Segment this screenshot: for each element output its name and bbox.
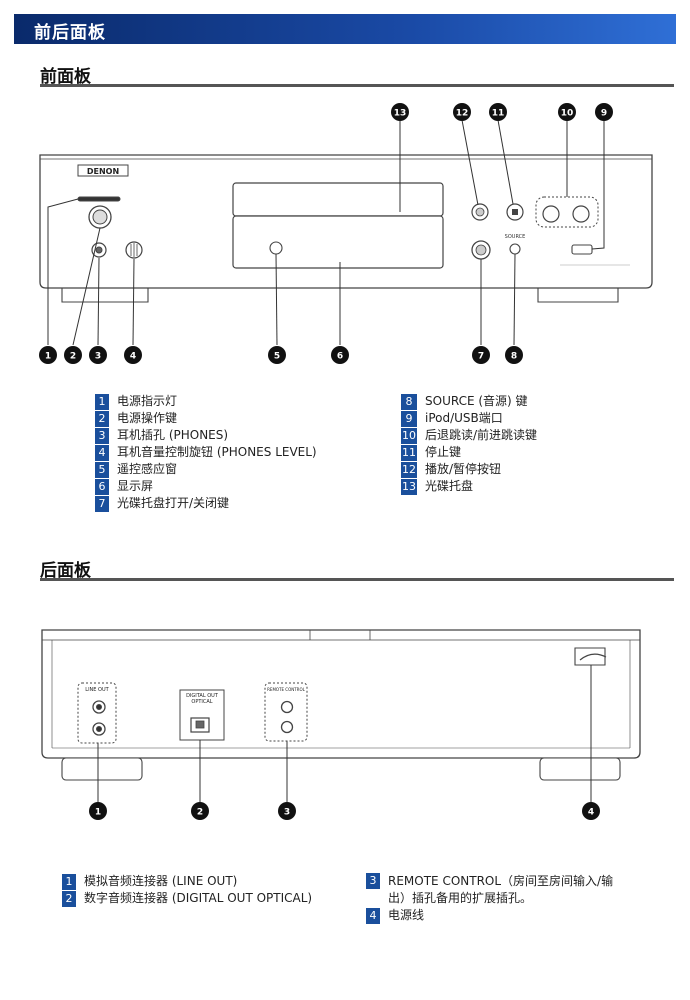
- front-callout-3: [89, 346, 107, 364]
- front-callout-6-label: 6: [337, 352, 343, 362]
- remote-out-jack: [280, 720, 294, 734]
- front-callout-10-label: 10: [561, 109, 574, 119]
- rear-callout-3-label: 3: [284, 808, 290, 818]
- front-callout-11-label: 11: [492, 109, 505, 119]
- remote-control-label: REMOTE CONTROL: [267, 687, 305, 692]
- front-callout-8-label: 8: [511, 352, 517, 362]
- front-callout-10: [558, 103, 576, 121]
- rear-unit-diagram: [41, 629, 641, 781]
- rear-panel-rule: [40, 578, 674, 581]
- front-callout-12: [453, 103, 471, 121]
- brand-logo-text: DENON: [87, 167, 119, 176]
- remote-sensor: [269, 241, 283, 255]
- rear-callout-2: [191, 802, 209, 820]
- front-callout-7: [472, 346, 490, 364]
- rear-callout-1-label: 1: [95, 808, 101, 818]
- rear-callouts: [89, 802, 600, 820]
- rear-callout-3: [278, 802, 296, 820]
- line-out-label: LINE OUT: [85, 687, 109, 693]
- front-callout-1-label: 1: [45, 352, 51, 362]
- rear-panel-title: 后面板: [40, 561, 91, 581]
- power-indicator: [77, 196, 121, 202]
- front-callout-12-label: 12: [456, 109, 469, 119]
- front-callout-9-label: 9: [601, 109, 607, 119]
- source-label: SOURCE: [505, 234, 526, 240]
- remote-in-jack: [280, 700, 294, 714]
- skip-back-button: [542, 205, 560, 223]
- banner-title: 前后面板: [34, 23, 106, 43]
- front-panel-title: 前面板: [40, 67, 91, 87]
- front-callout-8: [505, 346, 523, 364]
- source-button: [509, 243, 521, 255]
- display-window: [232, 215, 444, 269]
- front-callout-4-label: 4: [130, 352, 136, 362]
- rear-leader-lines: [97, 665, 592, 802]
- front-callout-5-label: 5: [274, 352, 280, 362]
- front-leader-lines: [47, 119, 605, 346]
- digital-out-label: DIGITAL OUT: [186, 693, 219, 699]
- front-callout-4: [124, 346, 142, 364]
- front-callout-5: [268, 346, 286, 364]
- digital-out-box: [179, 689, 225, 741]
- front-callout-9: [595, 103, 613, 121]
- disc-tray: [232, 182, 444, 217]
- page-banner: 前后面板: [14, 14, 676, 44]
- front-callout-2-label: 2: [70, 352, 76, 362]
- front-callout-11: [489, 103, 507, 121]
- front-callouts: [39, 103, 613, 364]
- front-callout-6: [331, 346, 349, 364]
- front-callout-7-label: 7: [478, 352, 484, 362]
- usb-port: [571, 244, 593, 255]
- front-unit-diagram: [39, 154, 653, 303]
- skip-forward-button: [572, 205, 590, 223]
- power-cord-inlet: [574, 647, 606, 666]
- front-callout-3-label: 3: [95, 352, 101, 362]
- remote-control-group: [264, 682, 308, 742]
- front-callout-1: [39, 346, 57, 364]
- front-panel-rule: [40, 84, 674, 87]
- skip-buttons-group: [535, 196, 599, 228]
- rear-callout-4-label: 4: [588, 808, 594, 818]
- optical-label: OPTICAL: [191, 699, 212, 705]
- front-callout-13-label: 13: [394, 109, 407, 119]
- rear-callout-4: [582, 802, 600, 820]
- rear-callout-1: [89, 802, 107, 820]
- front-callout-2: [64, 346, 82, 364]
- line-out-group: [77, 682, 117, 744]
- brand-logo-box: [77, 164, 129, 177]
- front-callout-13: [391, 103, 409, 121]
- rear-callout-2-label: 2: [197, 808, 203, 818]
